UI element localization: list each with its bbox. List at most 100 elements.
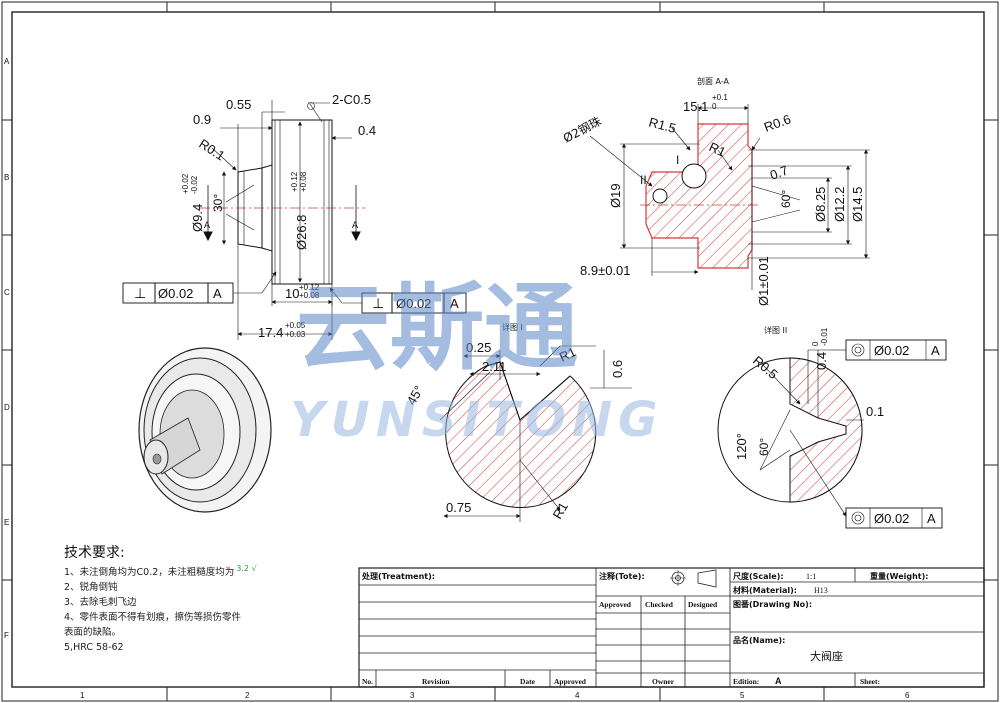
section-aa-labels: 剖面 A-A 15.1 +0.1 0 R1.5 R1 R0.6 Ø2钢珠 I I… [561,76,865,306]
col-label: 1 [80,691,85,700]
svg-text:Ø19: Ø19 [608,183,623,208]
svg-text:8.9±0.01: 8.9±0.01 [580,263,631,278]
svg-text:Designed: Designed [688,600,718,609]
svg-text:0.4: 0.4 [358,123,376,138]
frame-labels: 1 2 3 4 5 6 A B C D E F [4,57,910,700]
svg-text:Ø8.25: Ø8.25 [813,187,828,222]
svg-text:No.: No. [362,677,373,686]
svg-text:Approved: Approved [554,677,587,686]
svg-text:+0.1: +0.1 [712,93,728,102]
svg-text:A: A [927,511,936,526]
svg-text:0.9: 0.9 [193,112,211,127]
detail-title: 详图 I [502,322,523,332]
perpendicularity-icon: ⊥ [372,295,384,311]
title-block [358,567,985,688]
svg-text:Ø9.4: Ø9.4 [190,204,205,232]
col-label: 2 [245,691,250,700]
svg-text:+0.08: +0.08 [299,291,320,300]
svg-text:60°: 60° [779,190,793,208]
svg-text:Ø2钢珠: Ø2钢珠 [561,114,604,146]
svg-text:品名(Name):: 品名(Name): [733,635,785,645]
svg-text:Ø12.2: Ø12.2 [832,187,847,222]
svg-text:Date: Date [520,677,536,686]
svg-text:Ø0.02: Ø0.02 [158,286,193,301]
svg-text:+0.08: +0.08 [299,171,308,192]
svg-text:60°: 60° [757,438,771,456]
svg-text:0.25: 0.25 [466,340,491,355]
row-label: A [4,57,10,66]
col-label: 4 [575,691,580,700]
col-label: 5 [740,691,745,700]
svg-text:Revision: Revision [422,677,450,686]
svg-text:大阀座: 大阀座 [810,649,843,663]
watermark: 云斯通 YUNSITONG [290,274,663,448]
watermark-logo: 云斯通 [296,274,578,383]
svg-text:A: A [213,286,222,301]
svg-text:R1: R1 [707,139,728,160]
svg-text:Approved: Approved [599,600,632,609]
detail-1-labels: 详图 I 0.25 2.11 R1 0.6 45° 0.75 R1 [404,322,625,522]
row-label: B [4,173,9,182]
svg-text:0.6: 0.6 [610,360,625,378]
svg-text:重量(Weight):: 重量(Weight): [870,571,928,581]
svg-text:尺度(Scale):: 尺度(Scale): [733,571,784,581]
detail-2-dims [759,339,947,529]
svg-text:10: 10 [285,286,299,301]
svg-text:处理(Treatment):: 处理(Treatment): [361,571,435,581]
svg-text:II: II [640,173,647,187]
svg-text:Ø0.02: Ø0.02 [874,343,909,358]
svg-text:15.1: 15.1 [683,99,708,114]
svg-text:+0.03: +0.03 [285,330,306,339]
svg-text:0.4: 0.4 [814,352,829,370]
svg-text:Ø1±0.01: Ø1±0.01 [756,256,771,306]
svg-text:Owner: Owner [652,677,675,686]
svg-text:R1.5: R1.5 [647,114,677,136]
svg-text:R0.1: R0.1 [196,136,227,164]
svg-text:A: A [450,296,459,311]
note-item: 表面的缺陷。 [64,627,122,638]
watermark-text: YUNSITONG [290,392,663,448]
svg-text:注释(Tote):: 注释(Tote): [599,571,645,581]
section-aa [640,123,760,269]
svg-text:Sheet:: Sheet: [860,677,880,686]
section-title: 剖面 A-A [697,76,730,86]
front-view [122,100,467,340]
svg-text:0: 0 [712,102,717,111]
note-item: 2、锐角倒钝 [64,582,118,593]
svg-text:Ø26.8: Ø26.8 [294,215,309,250]
detail-2-labels: 详图 II R0.5 0.4 0 -0.01 0.1 120° 60° Ø0.0… [734,325,940,526]
svg-text:R1: R1 [550,500,571,522]
iso-view [138,347,272,513]
svg-text:R0.6: R0.6 [762,111,793,134]
note-item: 3、去除毛刺飞边 [64,597,137,608]
svg-text:1:1: 1:1 [806,572,816,581]
svg-text:材料(Material):: 材料(Material): [733,585,797,595]
svg-text:+0.12: +0.12 [299,283,320,292]
svg-text:H13: H13 [814,586,828,595]
svg-text:-0.01: -0.01 [820,327,829,346]
svg-text:Ø0.02: Ø0.02 [874,511,909,526]
svg-text:+0.02: +0.02 [181,173,190,194]
perpendicularity-icon: ⊥ [134,285,146,301]
svg-text:30°: 30° [211,194,225,212]
detail-title: 详图 II [764,325,787,335]
svg-text:R1: R1 [557,344,578,365]
col-label: 3 [410,691,415,700]
svg-text:2.11: 2.11 [482,359,506,374]
note-item: 4、零件表面不得有划痕，擦伤等损伤零件 [64,612,242,623]
svg-text:-0.02: -0.02 [190,175,199,194]
section-mark: A [204,220,210,230]
svg-text:2-C0.5: 2-C0.5 [332,92,371,107]
col-label: 6 [905,691,910,700]
row-label: E [4,518,9,527]
roughness-icon: 3.2 √ [236,564,257,573]
svg-text:0: 0 [811,341,820,346]
detail-1-dims [439,345,632,522]
detail-1 [445,361,597,508]
svg-text:I: I [676,153,679,167]
front-view-labels: 0.9 0.55 2-C0.5 0.4 R0.1 Ø9.4 +0.02 -0.0… [134,92,459,340]
svg-text:120°: 120° [734,433,749,460]
svg-text:0.1: 0.1 [866,404,884,419]
